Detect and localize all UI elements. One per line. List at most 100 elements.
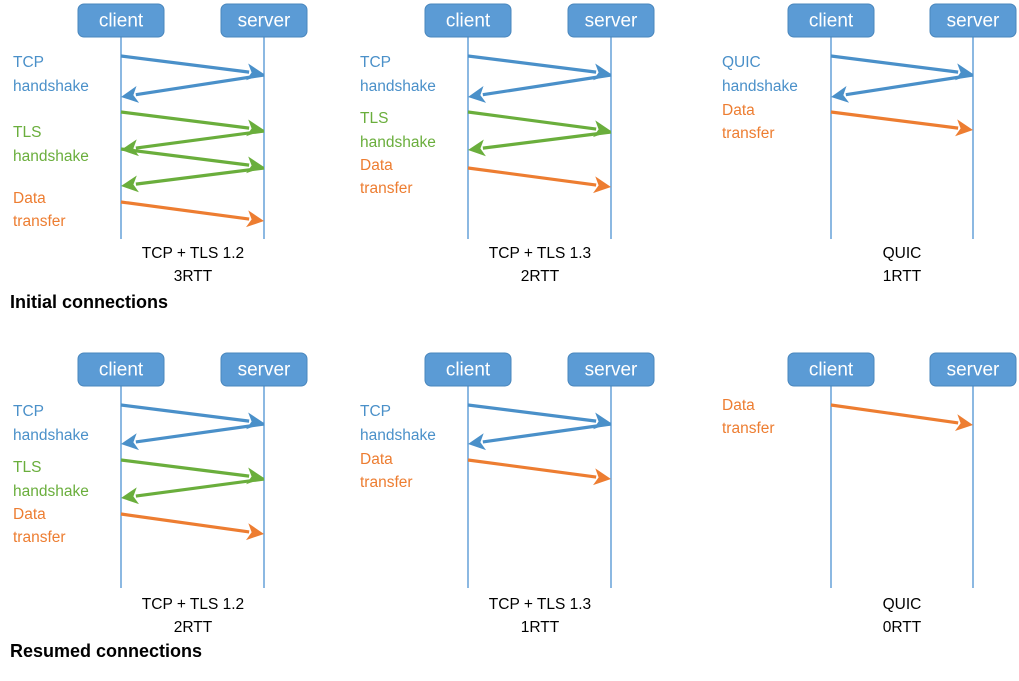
stage-label-4: Data: [13, 190, 46, 207]
message-arrow-shaft-right-0: [120, 54, 250, 74]
server-node-label: server: [238, 11, 291, 32]
message-arrow-shaft-right-0: [467, 403, 597, 423]
message-arrow-head-left-3: [121, 487, 139, 505]
message-arrow-shaft-left-1: [482, 422, 612, 444]
message-arrow-shaft-left-3: [482, 130, 612, 150]
message-arrow-head-right-4: [245, 523, 264, 541]
stage-label-0: QUIC: [722, 54, 761, 71]
stage-label-2: Data: [360, 451, 393, 468]
message-arrow-shaft-right-2: [830, 110, 959, 130]
server-node-label: server: [947, 360, 1000, 381]
client-node-box[interactable]: [424, 352, 512, 387]
panel-caption-protocol: TCP + TLS 1.3: [489, 245, 591, 262]
stage-label-1: handshake: [13, 427, 89, 444]
message-arrow-shaft-right-0: [467, 54, 597, 74]
server-node-box[interactable]: [220, 352, 308, 387]
message-arrow-shaft-left-5: [135, 166, 265, 186]
message-arrow-head-left-1: [831, 85, 850, 103]
message-arrow-shaft-right-2: [467, 458, 597, 479]
section-heading-resumed: Resumed connections: [10, 641, 202, 661]
client-node-label: client: [809, 11, 854, 32]
panel-caption-rtt: 1RTT: [883, 268, 922, 285]
server-node-box[interactable]: [220, 3, 308, 38]
message-arrow-head-right-2: [593, 468, 611, 486]
message-arrow-shaft-right-0: [830, 403, 959, 425]
stage-label-3: transfer: [360, 474, 413, 491]
server-node-box[interactable]: [567, 3, 655, 38]
message-arrow-shaft-left-1: [845, 73, 974, 97]
client-node-label: client: [446, 360, 491, 381]
stage-label-0: TCP: [13, 403, 44, 420]
message-arrow-head-right-6: [246, 210, 264, 228]
client-node-label: client: [809, 360, 854, 381]
server-node-label: server: [947, 11, 1000, 32]
message-arrow-shaft-right-4: [467, 166, 597, 187]
stage-label-0: TCP: [13, 54, 44, 71]
client-node-box[interactable]: [424, 3, 512, 38]
panel-caption-rtt: 0RTT: [883, 619, 922, 636]
stage-label-5: transfer: [13, 213, 66, 230]
client-node-box[interactable]: [77, 352, 165, 387]
message-arrow-head-left-1: [468, 86, 487, 103]
client-node-label: client: [99, 11, 144, 32]
stage-label-5: transfer: [13, 529, 66, 546]
stage-label-3: handshake: [13, 148, 89, 165]
stage-label-5: transfer: [360, 180, 413, 197]
client-node-box[interactable]: [77, 3, 165, 38]
stage-label-2: TLS: [360, 110, 388, 127]
panel-caption-protocol: TCP + TLS 1.2: [142, 596, 244, 613]
stage-label-1: handshake: [360, 427, 436, 444]
message-arrow-shaft-right-6: [120, 200, 250, 221]
client-node-label: client: [99, 360, 144, 381]
client-node-box[interactable]: [787, 352, 875, 387]
message-arrow-head-right-2: [955, 119, 973, 137]
stage-label-3: transfer: [722, 125, 775, 142]
message-arrow-shaft-left-1: [135, 422, 265, 444]
panel-caption-protocol: TCP + TLS 1.3: [489, 596, 591, 613]
message-arrow-head-right-4: [593, 176, 611, 194]
message-arrow-shaft-right-2: [120, 110, 250, 130]
message-arrow-shaft-right-4: [120, 512, 250, 534]
stage-label-3: handshake: [360, 134, 436, 151]
panel-caption-rtt: 2RTT: [174, 619, 213, 636]
server-node-box[interactable]: [929, 352, 1017, 387]
stage-label-0: TCP: [360, 54, 391, 71]
stage-label-1: transfer: [722, 420, 775, 437]
message-arrow-shaft-right-2: [120, 458, 250, 478]
panel-caption-protocol: QUIC: [883, 245, 922, 262]
message-arrow-head-left-5: [121, 175, 139, 193]
section-heading-initial: Initial connections: [10, 292, 168, 312]
stage-label-1: handshake: [13, 78, 89, 95]
message-arrow-shaft-right-2: [467, 110, 597, 131]
panel-caption-rtt: 2RTT: [521, 268, 560, 285]
message-arrow-shaft-left-1: [135, 73, 265, 97]
stage-label-2: TLS: [13, 124, 41, 141]
server-node-box[interactable]: [929, 3, 1017, 38]
server-node-label: server: [585, 11, 638, 32]
message-arrow-shaft-left-1: [482, 73, 612, 97]
panel-caption-rtt: 1RTT: [521, 619, 560, 636]
message-arrow-head-right-0: [954, 414, 973, 432]
message-arrow-shaft-right-4: [120, 147, 250, 167]
stage-label-2: TLS: [13, 459, 41, 476]
client-node-label: client: [446, 11, 491, 32]
panel-caption-protocol: TCP + TLS 1.2: [142, 245, 244, 262]
client-node-box[interactable]: [787, 3, 875, 38]
message-arrow-shaft-left-3: [135, 129, 265, 150]
stage-label-3: handshake: [13, 483, 89, 500]
stage-label-1: handshake: [722, 78, 798, 95]
message-arrow-shaft-left-3: [135, 477, 265, 498]
server-node-label: server: [238, 360, 291, 381]
message-arrow-head-left-3: [468, 139, 486, 157]
server-node-box[interactable]: [567, 352, 655, 387]
stage-label-4: Data: [13, 506, 46, 523]
